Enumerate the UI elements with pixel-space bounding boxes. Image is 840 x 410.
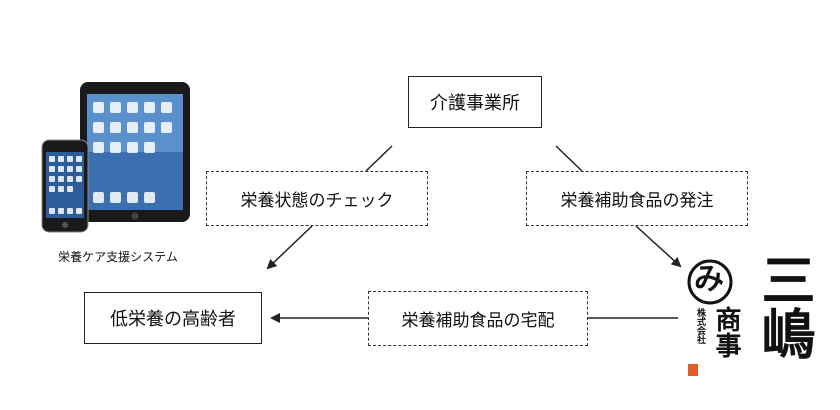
edge-order-upper — [556, 146, 582, 171]
edge-label-food-delivery-text: 栄養補助食品の宅配 — [402, 306, 555, 331]
edge-label-food-delivery: 栄養補助食品の宅配 — [368, 291, 588, 346]
logo-mark: み — [694, 262, 724, 298]
edge-order-lower — [636, 226, 680, 266]
logo-corp: 株式会社 — [694, 308, 705, 344]
device-caption: 栄養ケア支援システム — [38, 248, 198, 265]
logo-stamp — [688, 364, 698, 376]
edge-label-nutrition-check-text: 栄養状態のチェック — [241, 186, 394, 211]
edge-label-nutrition-check: 栄養状態のチェック — [206, 171, 428, 226]
node-elderly: 低栄養の高齢者 — [84, 292, 262, 344]
company-logo: み 三嶋 株式会社 商事 — [686, 252, 816, 382]
tablet-and-phone-illustration — [40, 80, 195, 240]
logo-name-text: 三嶋 — [752, 252, 816, 360]
edge-label-food-order: 栄養補助食品の発注 — [526, 171, 748, 226]
node-care-office: 介護事業所 — [408, 76, 542, 128]
logo-sub: 商事 — [712, 306, 740, 358]
edge-label-food-order-text: 栄養補助食品の発注 — [561, 186, 714, 211]
node-care-office-label: 介護事業所 — [430, 89, 520, 115]
node-elderly-label: 低栄養の高齢者 — [110, 305, 236, 331]
edge-check-lower — [268, 226, 312, 268]
logo-name: 三嶋 — [742, 252, 812, 360]
edge-check-upper — [366, 146, 392, 171]
